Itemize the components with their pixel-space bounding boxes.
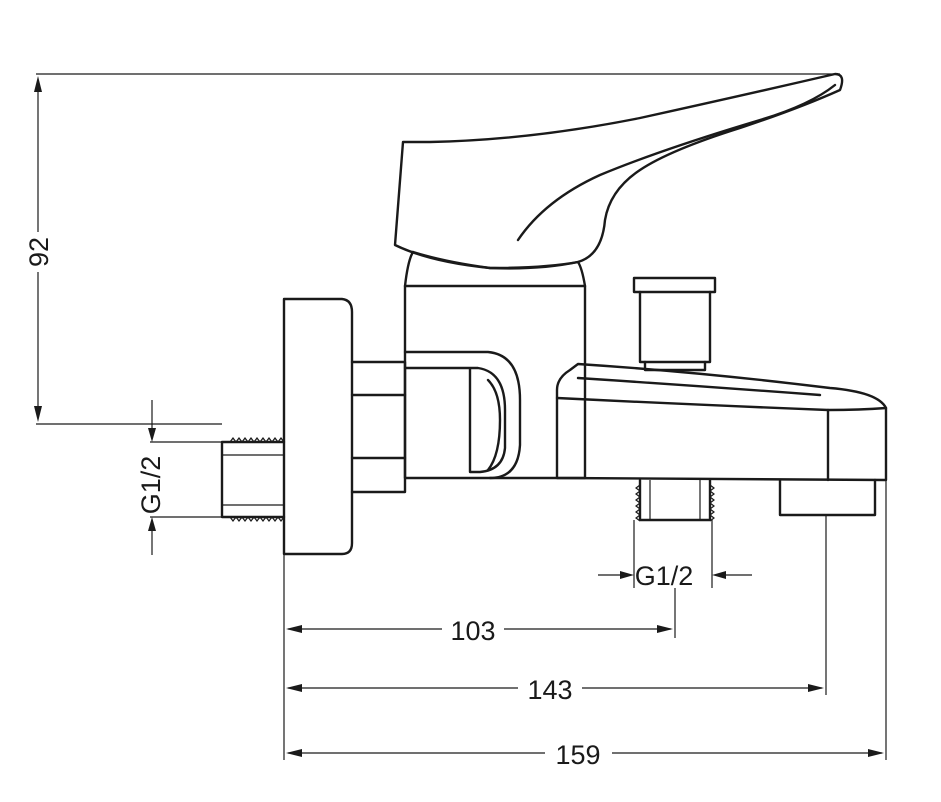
inlet-thread-top <box>229 437 285 443</box>
inlet-pipe <box>220 440 286 519</box>
lever-inner-line <box>516 83 837 242</box>
dim-length-spout-label: 143 <box>527 675 572 705</box>
shower-diverter-pin <box>632 276 717 364</box>
faucet-body <box>220 72 888 556</box>
dimension-height: 92 <box>24 73 840 425</box>
wall-flange <box>282 297 354 556</box>
dim-thread-inlet-label: G1/2 <box>136 456 166 515</box>
dim-thread-outlet-label: G1/2 <box>635 561 694 591</box>
connector-nut <box>350 360 407 494</box>
dim-length-outlet-label: 103 <box>450 616 495 646</box>
cartridge-neck <box>403 250 587 288</box>
dim-length-total-label: 159 <box>555 740 600 770</box>
spout <box>555 362 888 482</box>
dimension-thread-outlet: G1/2 <box>598 520 752 591</box>
dim-height-label: 92 <box>24 237 54 267</box>
dimension-length-total: 159 <box>286 480 887 770</box>
spout-aerator <box>778 478 877 517</box>
inlet-thread-bottom <box>229 516 285 522</box>
dimension-thread-inlet: G1/2 <box>136 400 222 555</box>
diverter-lever <box>403 366 507 474</box>
dimension-length-spout: 143 <box>286 515 827 705</box>
outlet-connection <box>638 478 712 522</box>
diverter-knob <box>403 350 522 480</box>
dimension-length-outlet: 103 <box>283 554 676 760</box>
lever-handle <box>393 72 844 270</box>
